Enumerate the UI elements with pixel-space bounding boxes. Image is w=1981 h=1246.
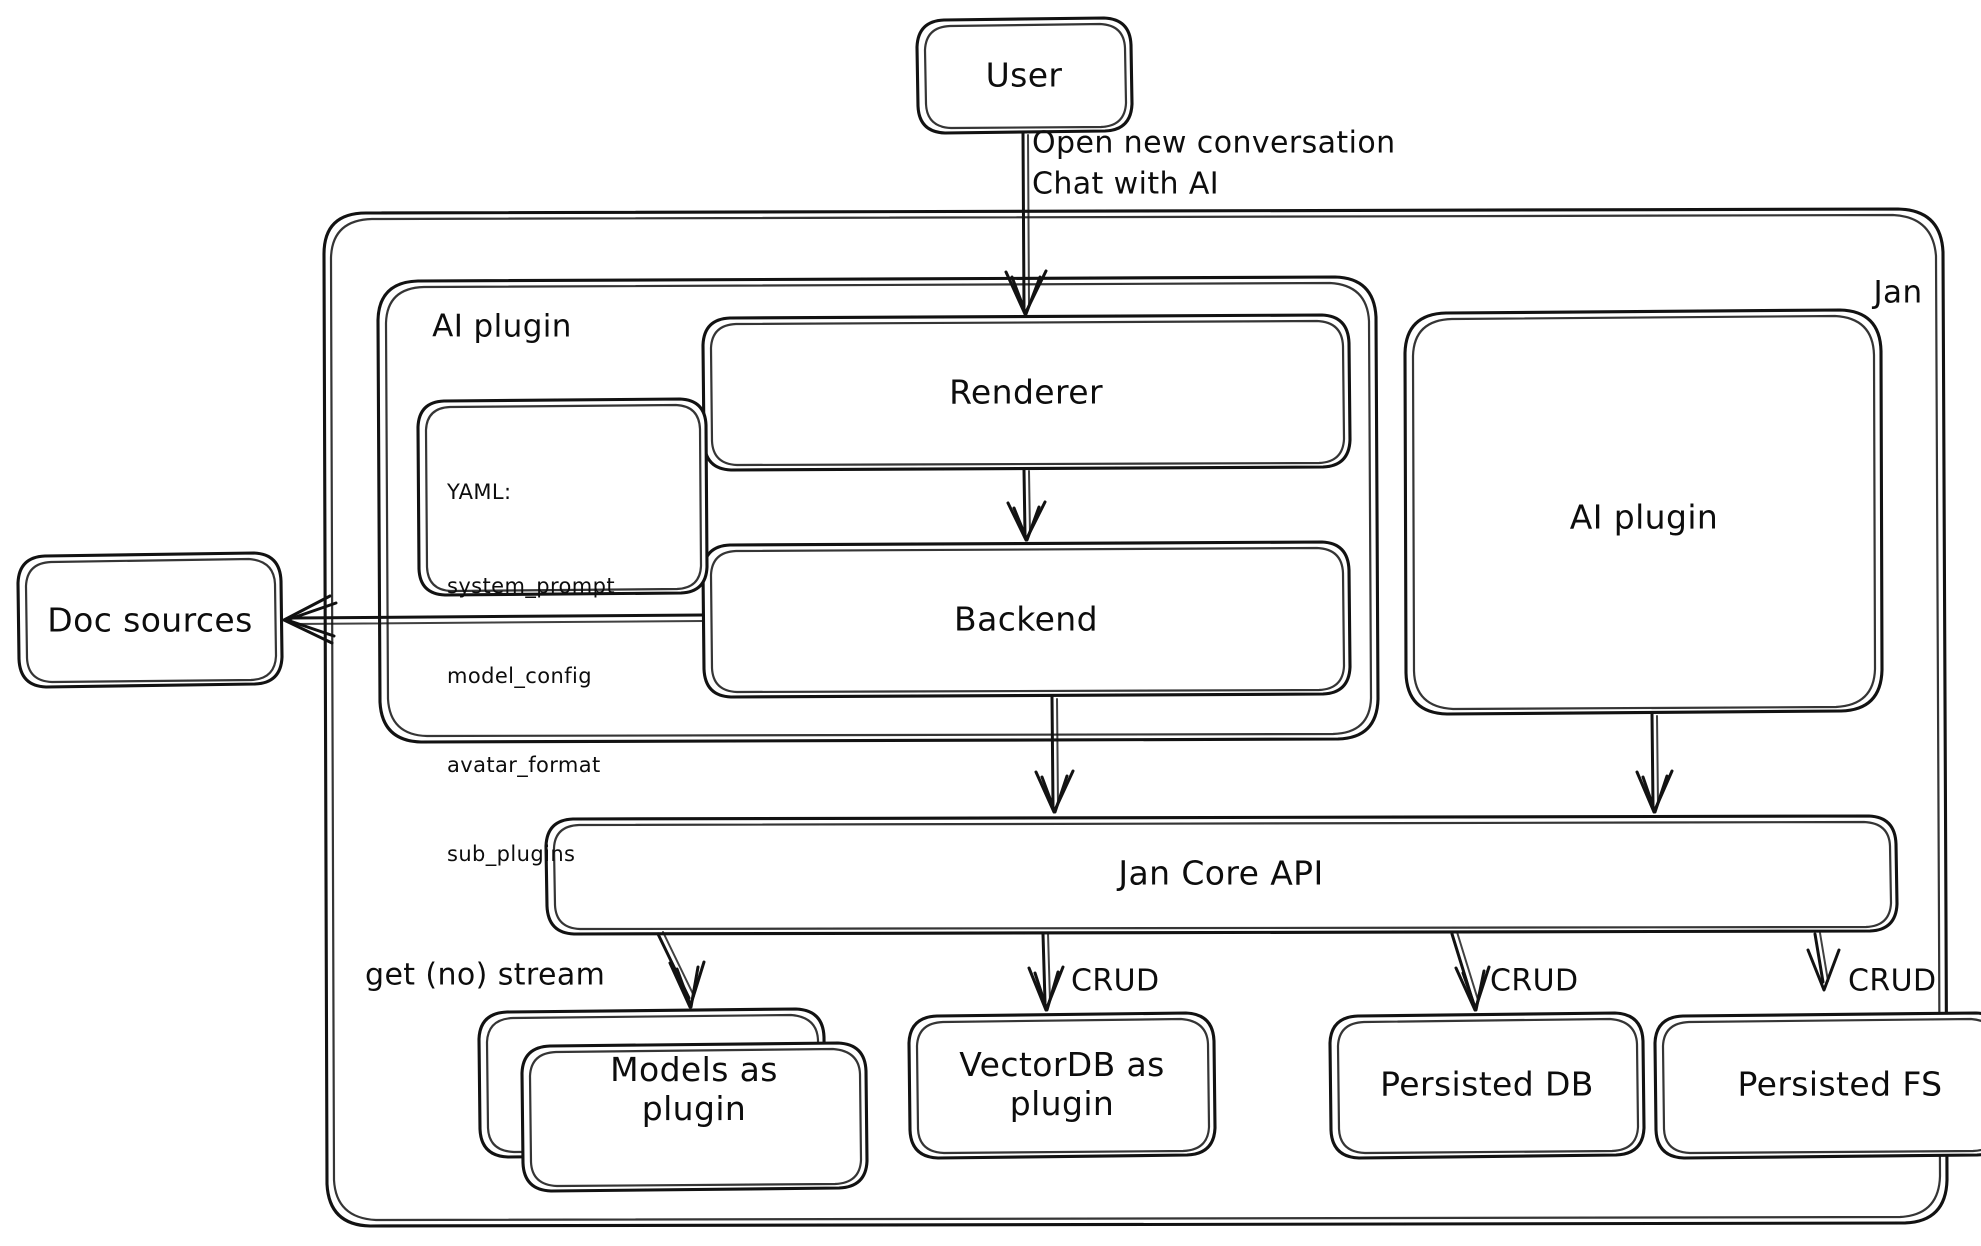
node-backend-outline <box>701 540 1352 699</box>
node-user-outline <box>915 16 1134 135</box>
edge-jan-core-api-to-persisted-db <box>1450 931 1491 1012</box>
edge-renderer-to-backend <box>1006 468 1047 542</box>
edge-backend-to-doc-sources <box>282 594 705 645</box>
edge-backend-to-jan-core-api <box>1034 695 1075 814</box>
node-jan-core-api-outline <box>544 814 1899 936</box>
node-vectordb-as-plugin-outline <box>907 1011 1217 1160</box>
node-yaml-note-outline <box>416 397 709 597</box>
node-persisted-db-outline <box>1328 1011 1646 1160</box>
edge-ai-plugin-to-jan-core-api <box>1635 712 1674 814</box>
node-models-as-plugin-outline <box>477 1007 869 1193</box>
node-persisted-fs-outline <box>1653 1011 1981 1160</box>
edge-jan-core-api-to-persisted-fs <box>1806 932 1841 992</box>
edge-jan-core-api-to-models <box>656 931 706 1009</box>
edge-user-to-renderer <box>1004 131 1048 316</box>
node-renderer-outline <box>701 313 1352 472</box>
node-ai-plugin-outline <box>1403 308 1884 716</box>
edge-jan-core-api-to-vectordb <box>1027 932 1065 1012</box>
node-doc-sources-outline <box>16 551 284 689</box>
